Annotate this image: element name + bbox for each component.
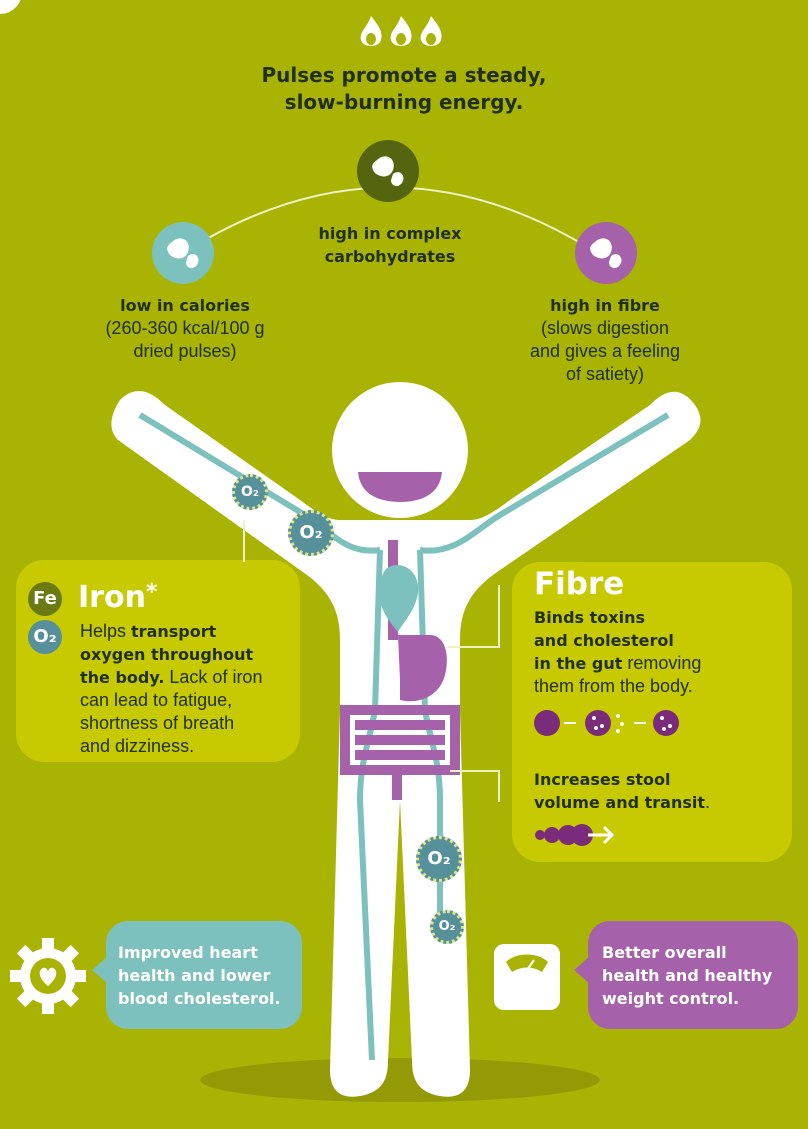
- iron-connector: [243, 520, 245, 562]
- iron-title: Iron*: [78, 580, 158, 615]
- heart-bubble-pointer: [92, 956, 108, 984]
- page-title: Pulses promote a steady, slow-burning en…: [0, 62, 808, 116]
- oxygen-icon: O₂: [430, 910, 464, 944]
- benefit-calories: low in calories (260-360 kcal/100 g drie…: [105, 296, 265, 361]
- iron-fe-badge: Fe: [28, 582, 62, 616]
- oxygen-icon: O₂: [416, 836, 462, 882]
- fibre-stool: Increases stool volume and transit.: [534, 770, 710, 812]
- fibre-title: Fibre: [534, 566, 625, 602]
- fibre-connector: [450, 770, 500, 772]
- heart-health-bubble: Improved heart health and lower blood ch…: [106, 921, 302, 1029]
- heart-icon: [39, 967, 57, 986]
- bean-icon: [152, 222, 214, 284]
- bean-icon: [357, 140, 419, 202]
- human-figure: [111, 382, 701, 1102]
- iron-description: Helps transport oxygen throughout the bo…: [80, 621, 263, 756]
- arrow-icon: [535, 824, 615, 846]
- fibre-connector: [498, 585, 500, 647]
- benefit-fibre: high in fibre (slows digestion and gives…: [529, 296, 681, 384]
- fibre-connector: [448, 646, 500, 648]
- toxin-binding-icon: [534, 710, 679, 736]
- fibre-connector: [498, 770, 500, 802]
- bean-icon: [575, 222, 637, 284]
- scale-icon: [494, 944, 560, 1010]
- iron-o2-badge: O₂: [28, 620, 62, 654]
- gear-icon: [10, 938, 86, 1014]
- weight-control-bubble: Better overall health and healthy weight…: [588, 921, 798, 1029]
- title-line-2: slow-burning energy.: [284, 90, 524, 114]
- iron-panel: [16, 560, 300, 762]
- fibre-panel: [512, 562, 792, 862]
- corner-shape: [0, 0, 22, 14]
- flame-icon: [360, 16, 442, 46]
- title-line-1: Pulses promote a steady,: [261, 63, 547, 87]
- fibre-description: Binds toxins and cholesterol in the gut …: [534, 608, 702, 696]
- oxygen-icon: O₂: [232, 474, 268, 510]
- weight-bubble-pointer: [574, 956, 590, 984]
- oxygen-icon: O₂: [288, 510, 334, 556]
- benefit-carbohydrates: high in complex carbohydrates: [318, 224, 462, 266]
